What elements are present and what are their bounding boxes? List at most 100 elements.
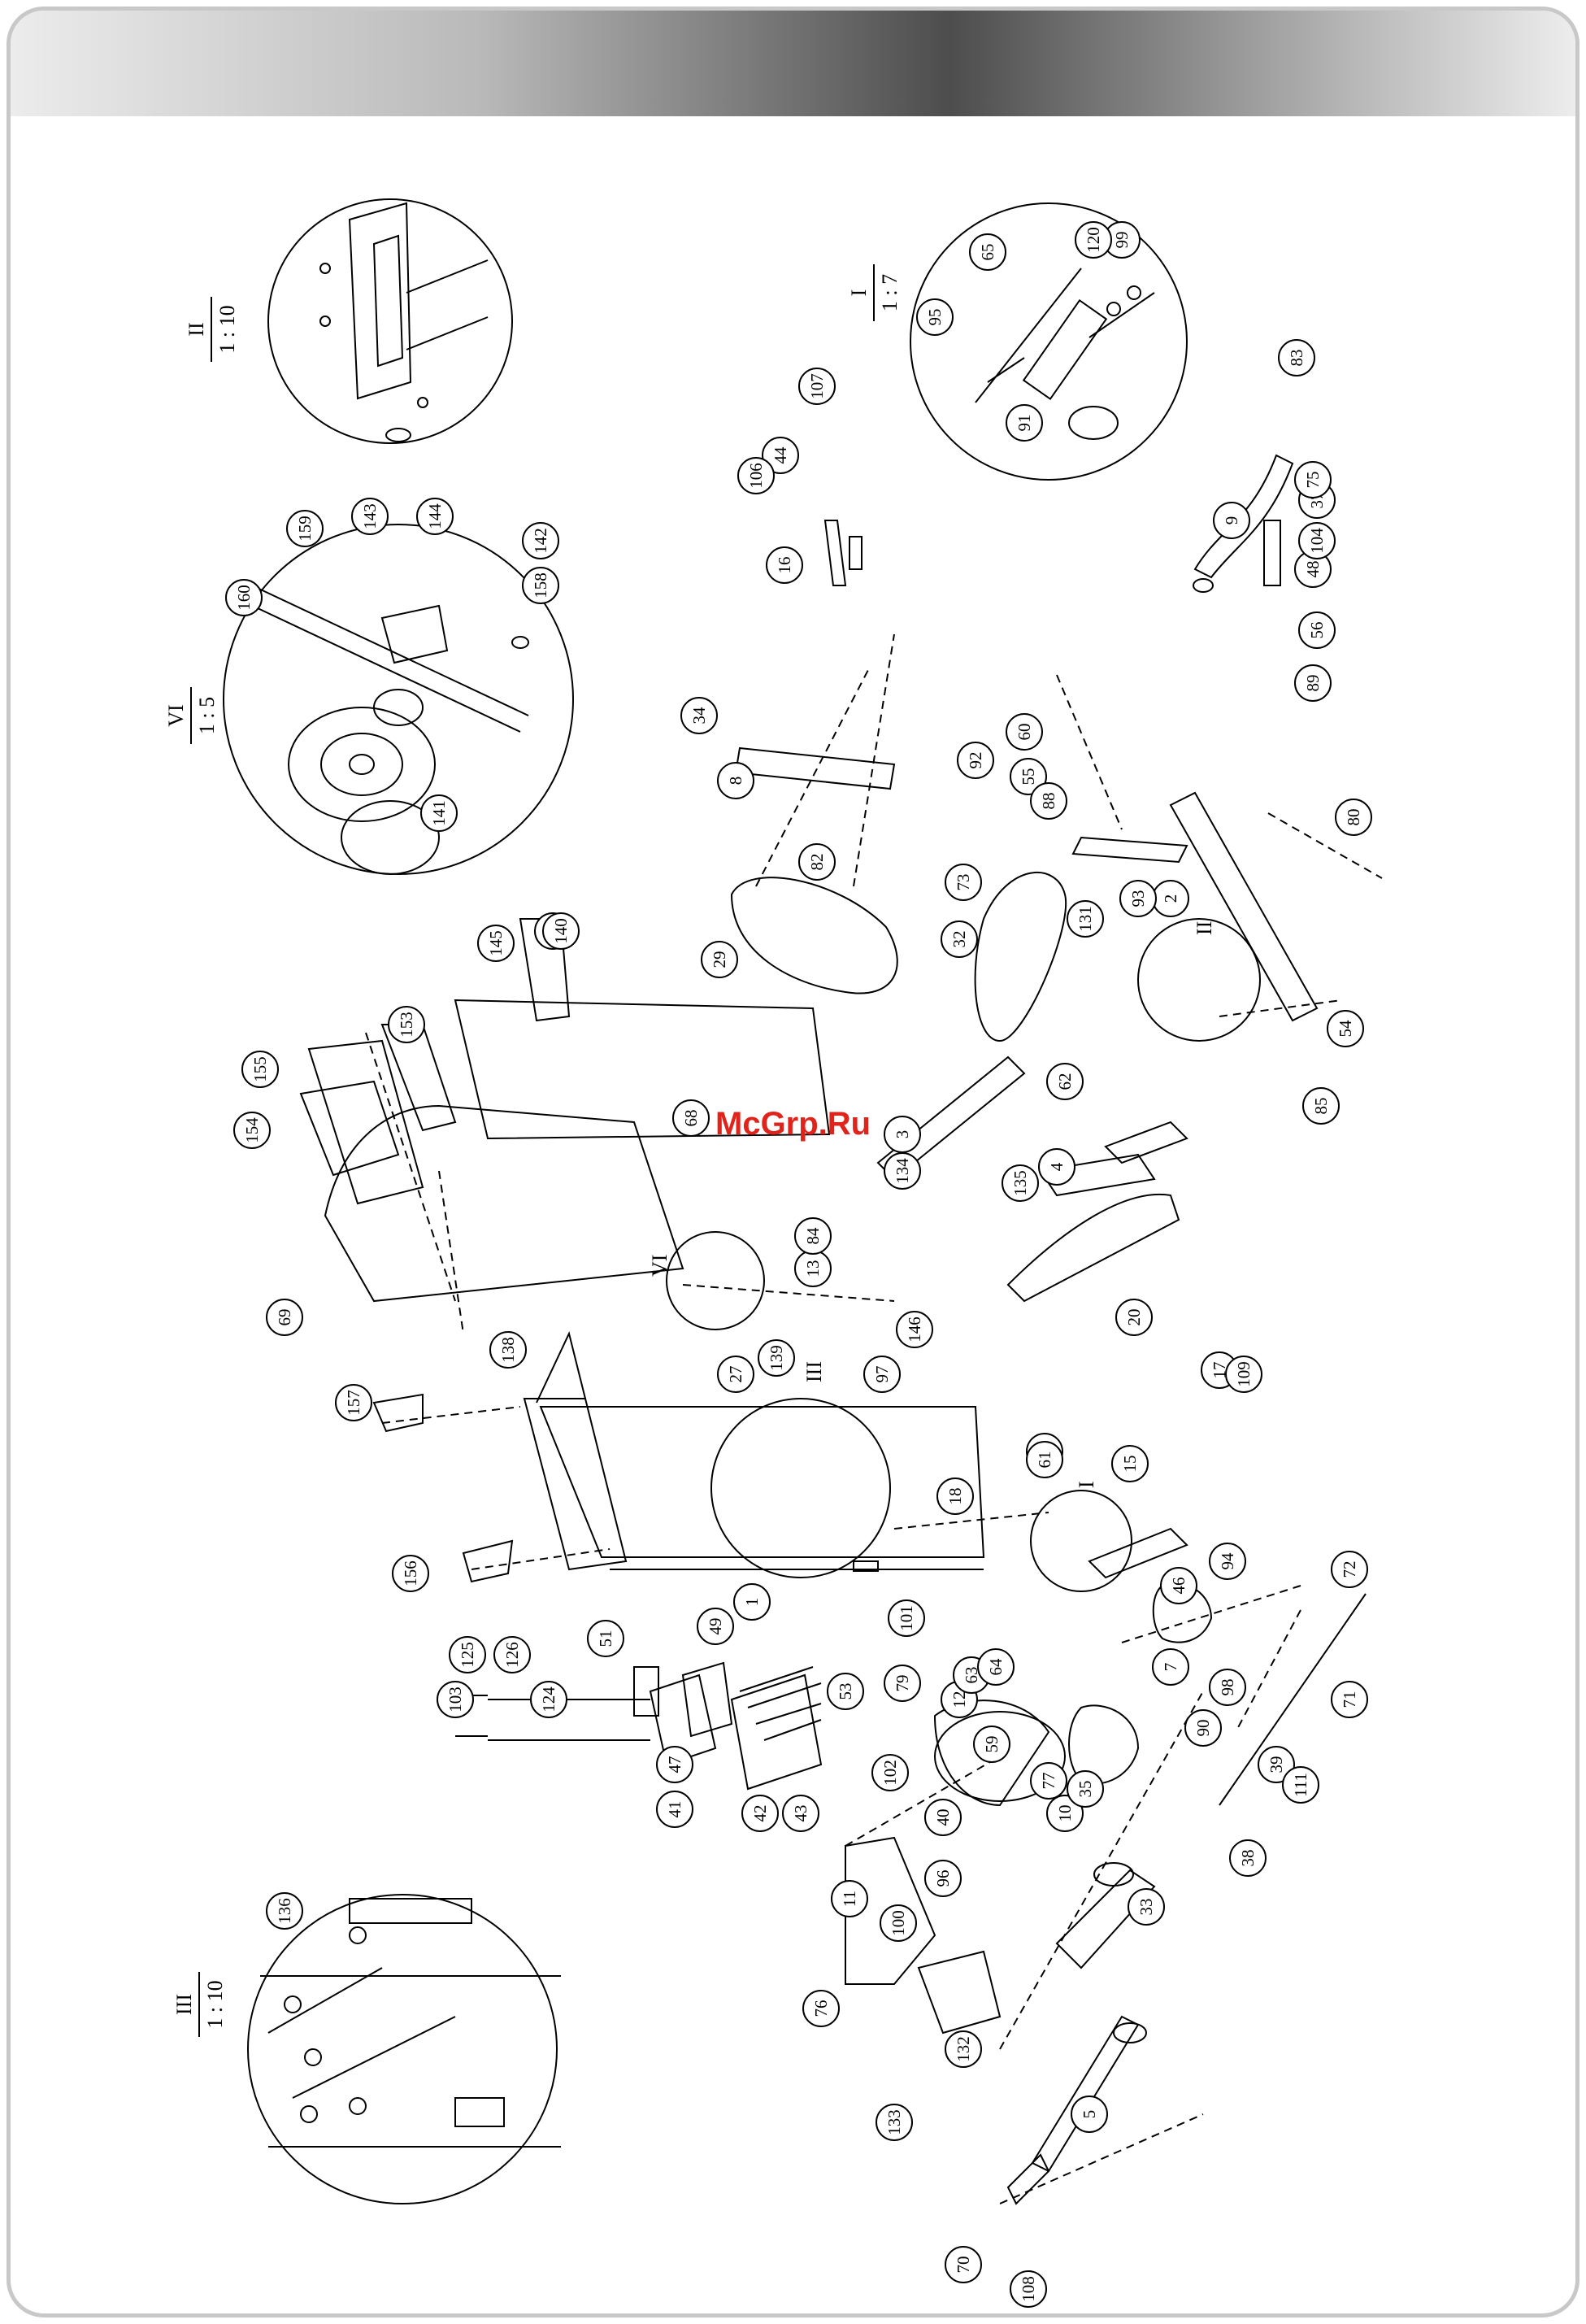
callout-number: 125 xyxy=(458,1642,477,1668)
callout-circle xyxy=(758,1339,795,1377)
callout-135: 135 xyxy=(1002,1164,1039,1202)
callout-number: 40 xyxy=(933,1809,953,1826)
callout-39: 39 xyxy=(1258,1746,1295,1783)
callout-80: 80 xyxy=(1335,799,1372,836)
callout-number: 60 xyxy=(1015,724,1034,741)
callout-number: 63 xyxy=(962,1667,981,1684)
callout-61: 61 xyxy=(1026,1441,1063,1478)
callout-number: 47 xyxy=(665,1756,684,1773)
callout-circle xyxy=(701,941,738,978)
callout-97: 97 xyxy=(863,1356,901,1393)
callout-circle xyxy=(717,762,754,799)
callout-number: 4 xyxy=(1047,1162,1067,1171)
callout-44: 44 xyxy=(762,437,799,474)
callout-64: 64 xyxy=(977,1648,1015,1686)
callout-20: 20 xyxy=(1115,1299,1153,1336)
callout-circle xyxy=(1030,1762,1067,1800)
detail-label-II-scale: 1 : 10 xyxy=(215,305,239,353)
callout-95: 95 xyxy=(916,298,954,336)
callout-number: 71 xyxy=(1340,1691,1359,1708)
callout-circle xyxy=(924,1799,962,1836)
callout-number: 38 xyxy=(1238,1850,1258,1867)
callout-circle xyxy=(656,1746,693,1783)
callout-circle xyxy=(916,298,954,336)
ref-circle-III xyxy=(710,1398,891,1578)
callout-circle xyxy=(1225,1356,1262,1393)
callout-number: 143 xyxy=(360,503,380,529)
callout-139: 139 xyxy=(758,1339,795,1377)
callout-88: 88 xyxy=(1030,782,1067,820)
callout-number: 155 xyxy=(250,1056,270,1082)
callout-number: 61 xyxy=(1035,1451,1054,1469)
callout-109: 109 xyxy=(1225,1356,1262,1393)
callout-79: 79 xyxy=(884,1665,921,1702)
callout-circle xyxy=(945,2246,982,2283)
callout-circle xyxy=(766,546,803,584)
callout-circle xyxy=(1302,1087,1340,1125)
callout-43: 43 xyxy=(782,1795,819,1832)
callout-number: 124 xyxy=(539,1686,558,1713)
callout-number: 108 xyxy=(1019,2276,1038,2302)
callout-number: 8 xyxy=(726,777,745,786)
part-callouts: 1234578910111213151617181920272932333435… xyxy=(225,221,1372,2308)
callout-number: 154 xyxy=(242,1117,262,1143)
callout-circle xyxy=(1046,1795,1084,1832)
callout-number: 82 xyxy=(807,854,827,871)
callout-142: 142 xyxy=(522,522,559,559)
callout-111: 111 xyxy=(1282,1766,1319,1804)
callout-124: 124 xyxy=(530,1681,567,1718)
weight-stack xyxy=(633,1661,823,1791)
callout-circle xyxy=(1294,461,1332,498)
callout-number: 101 xyxy=(897,1605,916,1631)
callout-circle xyxy=(1010,758,1047,795)
callout-number: 97 xyxy=(872,1366,892,1383)
callout-number: 39 xyxy=(1267,1756,1286,1773)
detail-label-III-id: III xyxy=(172,1994,196,2015)
detail-I-parts xyxy=(975,268,1155,440)
callout-number: 75 xyxy=(1303,472,1323,489)
callout-circle xyxy=(1209,1669,1246,1706)
callout-1: 1 xyxy=(733,1583,771,1621)
callout-circle xyxy=(717,1356,754,1393)
callout-circle xyxy=(530,1681,567,1718)
callout-circle xyxy=(884,1152,921,1190)
callout-circle xyxy=(335,1384,372,1421)
callout-number: 18 xyxy=(945,1488,965,1505)
callout-47: 47 xyxy=(656,1746,693,1783)
callout-circle xyxy=(351,498,389,535)
callout-145: 145 xyxy=(477,925,515,962)
callout-156: 156 xyxy=(392,1555,429,1592)
callout-69: 69 xyxy=(266,1299,303,1336)
callout-circle xyxy=(1002,1164,1039,1202)
callout-16: 16 xyxy=(766,546,803,584)
callout-number: 140 xyxy=(551,918,571,944)
callout-11: 11 xyxy=(831,1880,868,1917)
callout-number: 51 xyxy=(596,1630,615,1647)
callout-circle xyxy=(1335,799,1372,836)
callout-73: 73 xyxy=(945,864,982,901)
callout-55: 55 xyxy=(1010,758,1047,795)
callout-7: 7 xyxy=(1152,1648,1189,1686)
callout-77: 77 xyxy=(1030,1762,1067,1800)
callout-number: 156 xyxy=(401,1560,420,1586)
callout-circle xyxy=(863,1356,901,1393)
callout-circle xyxy=(924,1860,962,1897)
callout-70: 70 xyxy=(945,2246,982,2283)
callout-number: 103 xyxy=(445,1686,465,1713)
callout-number: 153 xyxy=(397,1012,416,1038)
callout-circle xyxy=(233,1112,271,1149)
callout-circle xyxy=(1038,1148,1075,1186)
callout-9: 9 xyxy=(1213,502,1250,539)
callout-number: 89 xyxy=(1303,675,1323,692)
crank-plate xyxy=(845,1836,1156,2043)
callout-91: 91 xyxy=(1006,404,1043,442)
callout-number: 33 xyxy=(1136,1899,1156,1916)
callout-number: 13 xyxy=(803,1260,823,1277)
callout-number: 12 xyxy=(949,1691,969,1708)
callout-circle xyxy=(241,1051,279,1088)
callout-number: 72 xyxy=(1340,1561,1359,1578)
callout-circle xyxy=(449,1636,486,1673)
callout-circle xyxy=(680,697,718,734)
callout-54: 54 xyxy=(1327,1010,1364,1047)
